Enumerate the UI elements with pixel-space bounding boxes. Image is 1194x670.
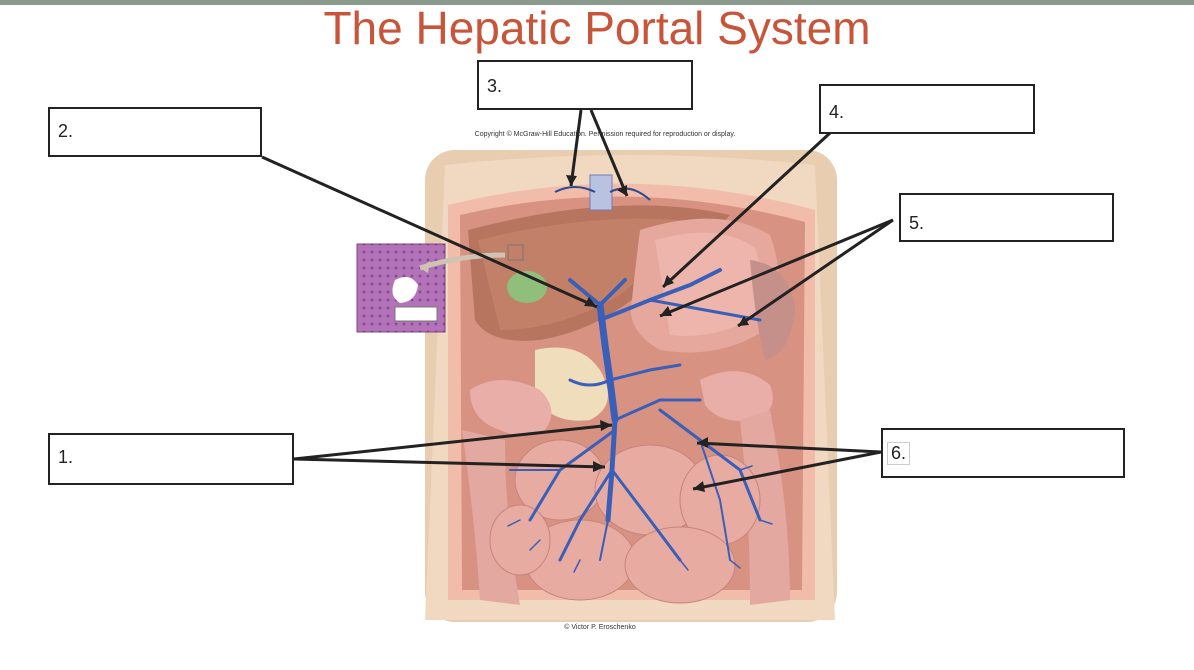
large-intestine	[462, 371, 790, 605]
label-number-4: 4.	[829, 102, 845, 122]
hepatic-veins-area	[554, 174, 651, 211]
spleen	[750, 260, 795, 360]
leader-1a	[293, 423, 613, 461]
label-number-2: 2.	[58, 121, 74, 141]
leader-3a	[569, 109, 583, 187]
label-number-3: 3.	[487, 76, 503, 96]
label-number-5: 5.	[909, 213, 925, 233]
stomach	[630, 218, 779, 353]
top-accent-bar	[0, 0, 1194, 5]
label-box-2[interactable]: 2.	[48, 107, 262, 157]
leader-lines	[261, 109, 894, 491]
label-box-5[interactable]: 5.	[899, 193, 1114, 242]
label-number-6: 6.	[887, 442, 911, 465]
leader-4	[661, 131, 832, 289]
page-title: The Hepatic Portal System	[323, 2, 871, 54]
portal-vein-tree	[507, 268, 773, 573]
label-box-6[interactable]: 6.	[881, 428, 1125, 478]
leader-arrowheads	[566, 175, 749, 492]
leader-5a	[659, 218, 894, 318]
leader-6b	[692, 450, 882, 491]
leader-2	[261, 155, 598, 309]
image-credit: © Victor P. Eroschenko	[564, 624, 636, 631]
label-box-1[interactable]: 1.	[48, 433, 294, 485]
leader-5b	[737, 218, 894, 328]
label-box-4[interactable]: 4.	[819, 84, 1035, 134]
label-box-3[interactable]: 3.	[477, 60, 693, 110]
copyright-notice: Copyright © McGraw-Hill Education. Permi…	[474, 131, 736, 138]
leader-6a	[696, 441, 882, 454]
label-number-1: 1.	[58, 447, 74, 467]
leader-3b	[589, 109, 629, 197]
liver-histology-inset	[356, 243, 524, 333]
pancreas	[535, 347, 608, 421]
leader-1b	[293, 457, 606, 469]
